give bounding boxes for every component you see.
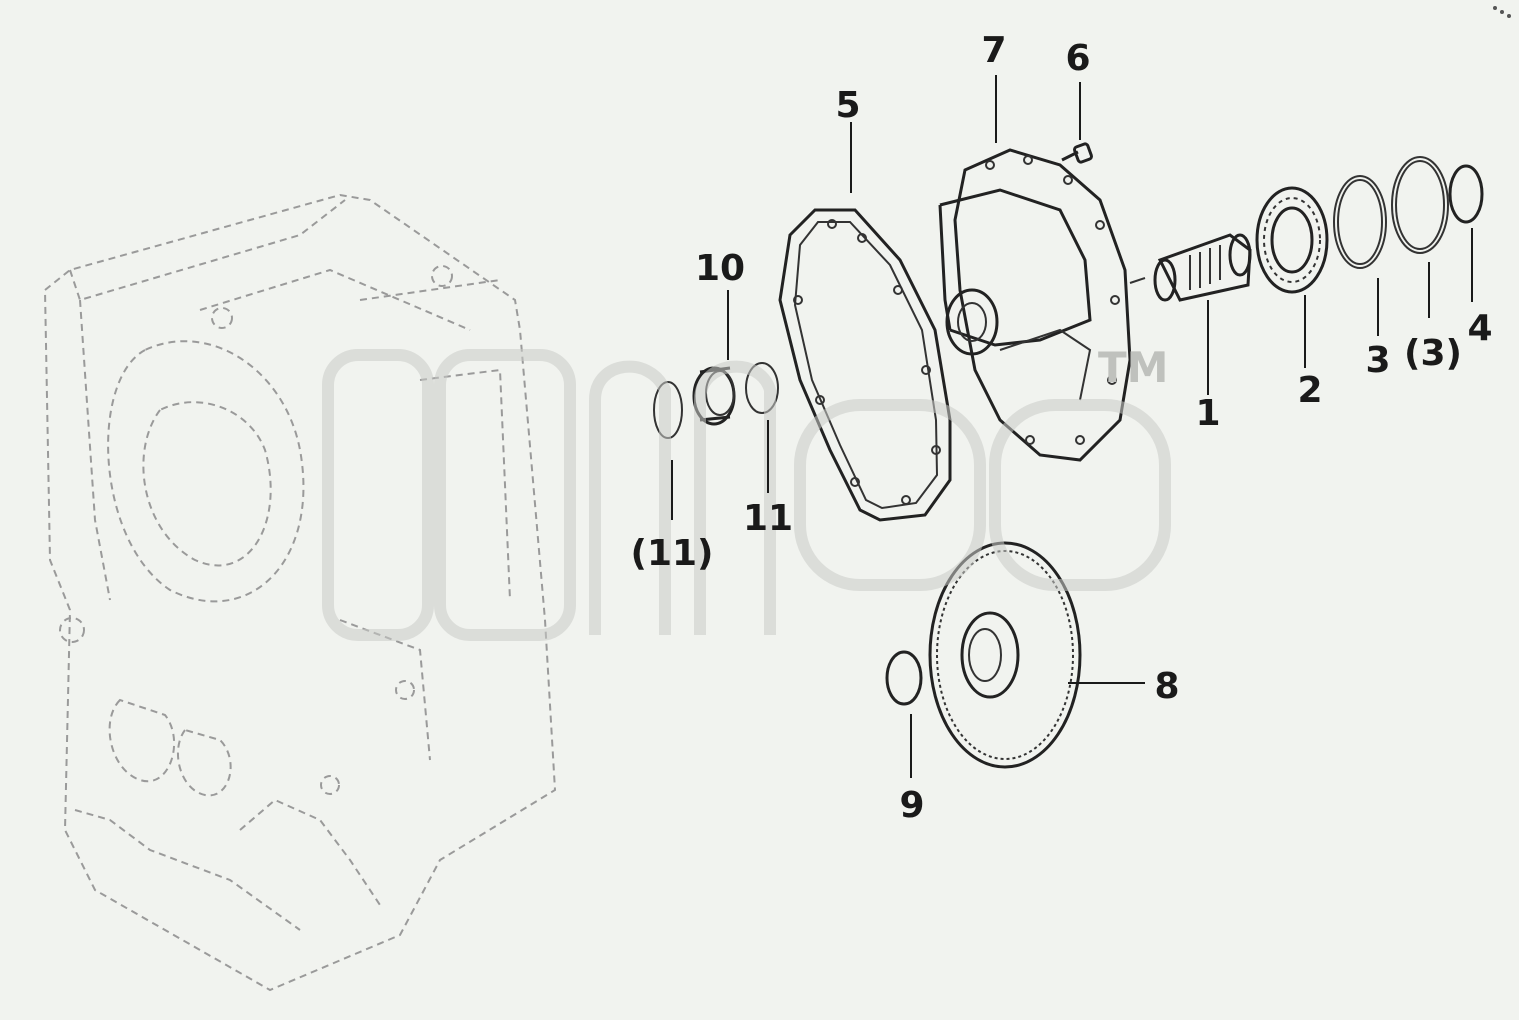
- label-4: 4: [1467, 308, 1492, 349]
- bolt-part-6: [1061, 142, 1093, 164]
- o-ring-part-9: [885, 650, 923, 706]
- gear-part-8: [928, 541, 1082, 769]
- label-3: 3: [1365, 340, 1390, 381]
- gasket-part-5: [778, 208, 952, 522]
- corner-marks: [1493, 6, 1511, 18]
- bearing-part-2: [1255, 186, 1329, 294]
- label-2: 2: [1297, 370, 1322, 411]
- label-11: 11: [743, 498, 793, 539]
- label-3-alt: (3): [1404, 333, 1462, 374]
- transmission-housing: [43, 193, 557, 992]
- watermark-logo: TM: [322, 343, 1171, 641]
- leader-lines: [671, 75, 1473, 778]
- cover-part-7: [938, 148, 1132, 462]
- snap-rings-part-3-4: [1333, 156, 1484, 269]
- label-6: 6: [1065, 38, 1090, 79]
- label-5: 5: [835, 85, 860, 126]
- trademark-symbol: TM: [1098, 343, 1168, 392]
- label-10: 10: [695, 248, 745, 289]
- label-11-alt: (11): [630, 533, 713, 574]
- label-1: 1: [1195, 393, 1220, 434]
- shaft-part-1: [1129, 233, 1252, 302]
- label-8: 8: [1154, 666, 1179, 707]
- label-7: 7: [981, 30, 1006, 71]
- part-labels: 1 2 3 (3) 4 5 6 7 8 9 10 11 (11): [630, 30, 1492, 826]
- label-9: 9: [899, 785, 924, 826]
